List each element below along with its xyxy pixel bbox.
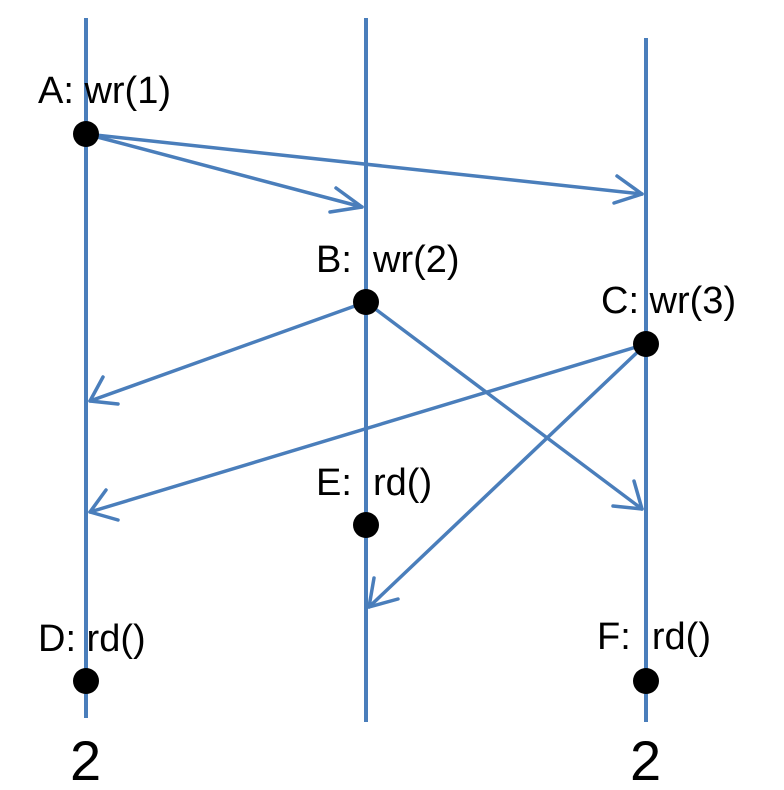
message-a-to-right bbox=[84, 132, 644, 205]
event-b-label: B: wr(2) bbox=[316, 239, 460, 281]
event-b-dot bbox=[353, 289, 379, 315]
event-c-dot bbox=[633, 331, 659, 357]
event-c-label: C: wr(3) bbox=[601, 280, 736, 322]
message-b-to-left bbox=[88, 300, 368, 406]
event-f-label: F: rd() bbox=[597, 616, 711, 658]
result-right: 2 bbox=[630, 729, 661, 790]
message-b-to-right bbox=[364, 300, 644, 511]
event-a-dot bbox=[73, 121, 99, 147]
event-e-dot bbox=[353, 512, 379, 538]
event-d-label: D: rd() bbox=[38, 618, 146, 660]
event-f-dot bbox=[633, 668, 659, 694]
message-c-to-middle bbox=[367, 342, 648, 609]
event-e-label: E: rd() bbox=[316, 462, 432, 504]
message-a-to-middle bbox=[84, 132, 364, 214]
message-c-to-left bbox=[88, 342, 648, 522]
event-a-label: A: wr(1) bbox=[38, 70, 171, 112]
result-left: 2 bbox=[70, 729, 101, 790]
event-d-dot bbox=[73, 668, 99, 694]
